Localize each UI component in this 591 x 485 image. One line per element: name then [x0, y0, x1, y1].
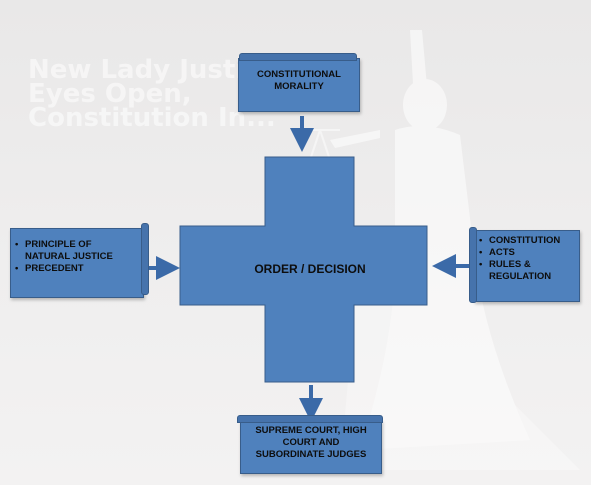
order-decision-cross-shape [179, 156, 428, 383]
list-item: PRECEDENT [15, 263, 143, 275]
list-item: PRINCIPLE OF NATURAL JUSTICE [15, 239, 125, 263]
scroll-curl-icon [469, 227, 477, 303]
constitution-acts-box: CONSTITUTION ACTS RULES & REGULATION [469, 227, 580, 303]
list-item: RULES & REGULATION [479, 259, 559, 283]
scroll-curl-icon [237, 415, 383, 423]
scroll-curl-icon [239, 53, 357, 61]
list-item: CONSTITUTION [479, 235, 579, 247]
scroll-curl-icon [141, 223, 149, 295]
natural-justice-list: PRINCIPLE OF NATURAL JUSTICE PRECEDENT [11, 229, 143, 275]
courts-judges-box: SUPREME COURT, HIGH COURT AND SUBORDINAT… [237, 415, 383, 474]
list-item: ACTS [479, 247, 579, 259]
order-decision-label: ORDER / DECISION [254, 262, 366, 276]
constitution-acts-list: CONSTITUTION ACTS RULES & REGULATION [475, 231, 579, 283]
natural-justice-box: PRINCIPLE OF NATURAL JUSTICE PRECEDENT [10, 223, 149, 298]
constitutional-morality-box: CONSTITUTIONAL MORALITY [238, 53, 360, 112]
background-title: New Lady Justi Eyes Open, Constitution I… [28, 55, 276, 133]
